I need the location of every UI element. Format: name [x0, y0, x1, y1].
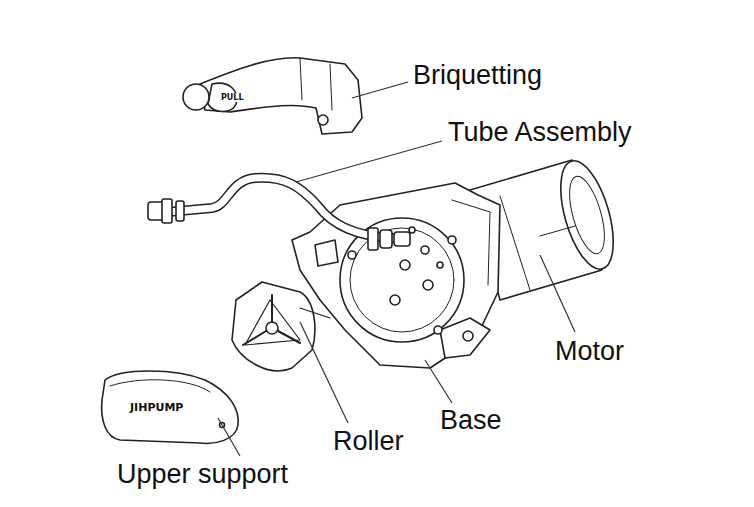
logo-text-holder: JIHPUMP: [128, 401, 185, 414]
logo-text-holder: PULL: [219, 93, 246, 102]
roller-drawing: [232, 282, 330, 371]
part-label-holder: Motor: [555, 336, 624, 367]
part-label: Roller: [333, 426, 404, 457]
briquetting-drawing: [183, 58, 362, 134]
upper-support-drawing: [102, 371, 239, 443]
part-label: Base: [440, 405, 502, 436]
part-label-holder: Base: [440, 405, 502, 436]
logo-text: PULL: [219, 93, 246, 102]
part-label: Upper support: [117, 459, 288, 490]
tube-drawing: [148, 178, 410, 250]
part-label-holder: Upper support: [117, 459, 288, 490]
part-label-holder: Tube Assembly: [448, 117, 632, 148]
part-label-holder: Roller: [333, 426, 404, 457]
part-label: Motor: [555, 336, 624, 367]
part-label: Tube Assembly: [448, 117, 632, 148]
logo-text: JIHPUMP: [128, 401, 185, 414]
part-label-holder: Briquetting: [413, 60, 542, 91]
part-label: Briquetting: [413, 60, 542, 91]
